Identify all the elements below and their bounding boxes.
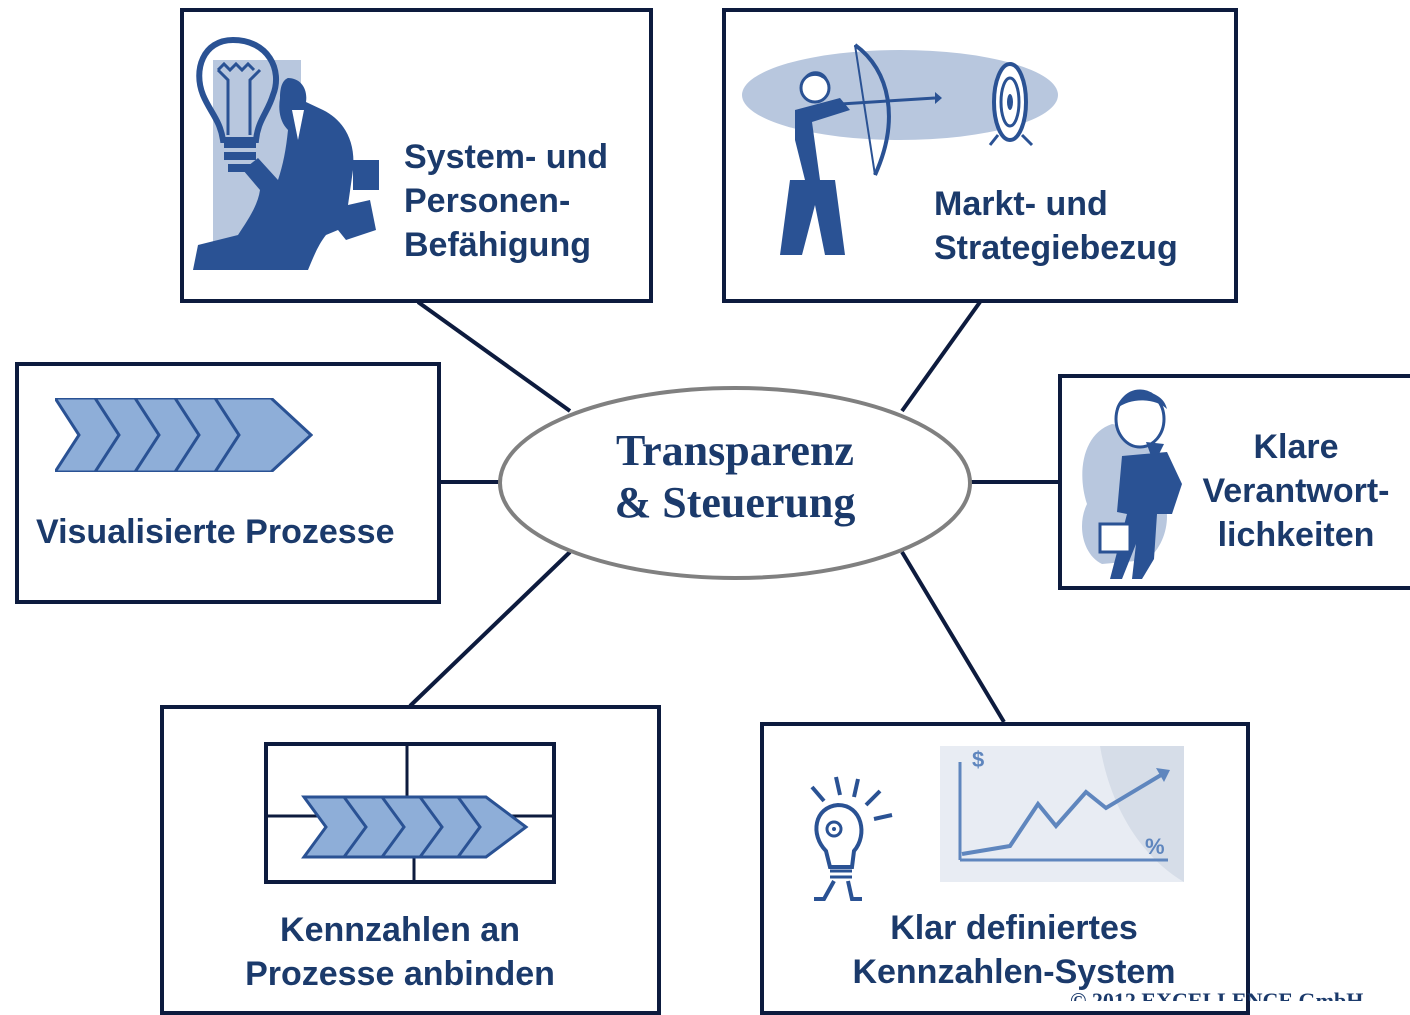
label-line-2: Prozesse anbinden bbox=[245, 955, 555, 993]
label-line-2: Verantwort- bbox=[1202, 472, 1390, 510]
label-line-1: Markt- und bbox=[934, 185, 1108, 223]
label-line-3: lichkeiten bbox=[1217, 516, 1375, 554]
lightbulb-character-icon bbox=[810, 776, 893, 901]
chart-percent-symbol: % bbox=[1145, 834, 1165, 859]
center-ellipse bbox=[498, 386, 972, 580]
label-line-2: Kennzahlen-System bbox=[852, 953, 1176, 991]
archer-target-icon bbox=[742, 43, 1058, 255]
label-visualisierte-prozesse: Visualisierte Prozesse bbox=[36, 510, 394, 554]
connector-top-right bbox=[900, 300, 982, 413]
label-verantwortlichkeiten: Klare Verantwort- lichkeiten bbox=[1196, 425, 1396, 557]
connector-top-left bbox=[416, 300, 572, 413]
copyright-footer: © 2012 EXCELLENCE GmbH bbox=[1070, 988, 1364, 1001]
label-line-1: System- und bbox=[404, 138, 609, 176]
lightbulb-businessman-icon bbox=[193, 36, 379, 270]
connector-bottom-right bbox=[900, 550, 1006, 724]
label-kennzahlen-system: Klar definiertes Kennzahlen-System bbox=[800, 906, 1228, 994]
label-line-1: Kennzahlen an bbox=[280, 911, 520, 949]
label-line-2: Strategiebezug bbox=[934, 229, 1178, 267]
label-line-2: Personen- bbox=[404, 182, 571, 220]
label-line-1: Klare bbox=[1253, 428, 1339, 466]
process-chevrons-icon bbox=[55, 398, 313, 472]
label-markt-strategie: Markt- und Strategiebezug bbox=[934, 182, 1178, 270]
label-line-1: Visualisierte Prozesse bbox=[36, 513, 395, 551]
businessman-thinking-icon bbox=[1082, 389, 1182, 579]
label-line-3: Befähigung bbox=[404, 226, 591, 264]
center-title-line-2: & Steuerung bbox=[614, 478, 856, 527]
process-grid-icon bbox=[264, 742, 556, 884]
label-line-1: Klar definiertes bbox=[890, 909, 1138, 947]
rising-chart-icon bbox=[940, 746, 1184, 882]
label-kennzahlen-prozesse: Kennzahlen an Prozesse anbinden bbox=[180, 908, 620, 996]
center-title-line-1: Transparenz bbox=[616, 426, 854, 475]
connector-bottom-left bbox=[408, 550, 572, 708]
chart-dollar-symbol: $ bbox=[972, 747, 985, 772]
center-title: Transparenz & Steuerung bbox=[500, 425, 970, 529]
label-system-personen: System- und Personen- Befähigung bbox=[404, 135, 608, 267]
